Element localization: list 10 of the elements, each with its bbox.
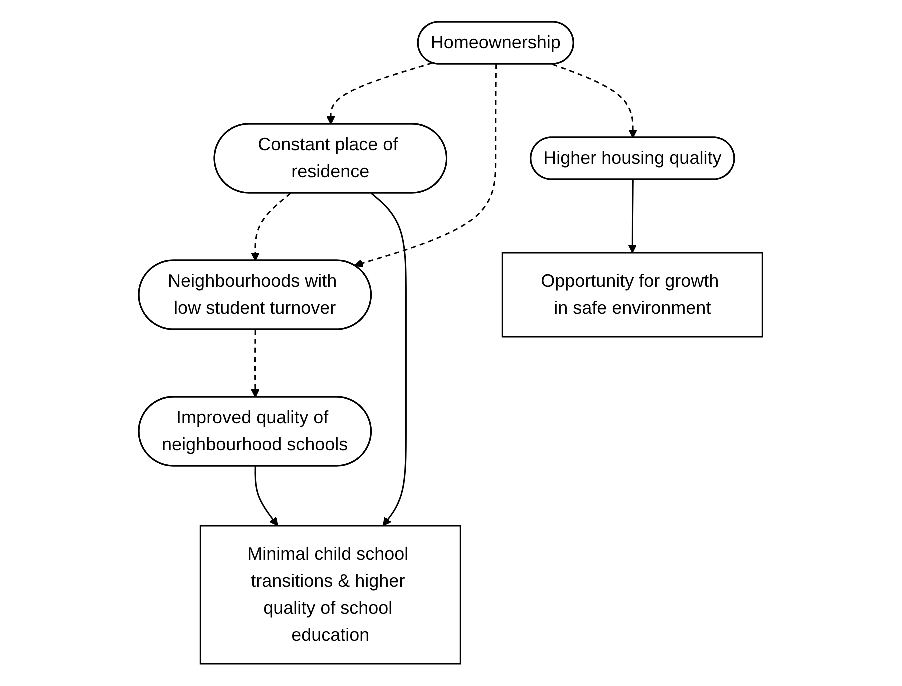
node-box: Opportunity for growth in safe environment <box>502 252 764 338</box>
arrow <box>254 466 279 526</box>
arrow <box>552 64 638 138</box>
arrow <box>251 330 260 398</box>
node-box: Minimal child school transitions & higher quality of school education <box>200 525 462 665</box>
arrow <box>371 192 408 526</box>
arrow <box>354 64 498 268</box>
arrow <box>628 180 638 254</box>
arrow <box>251 192 292 262</box>
arrow <box>326 62 433 125</box>
